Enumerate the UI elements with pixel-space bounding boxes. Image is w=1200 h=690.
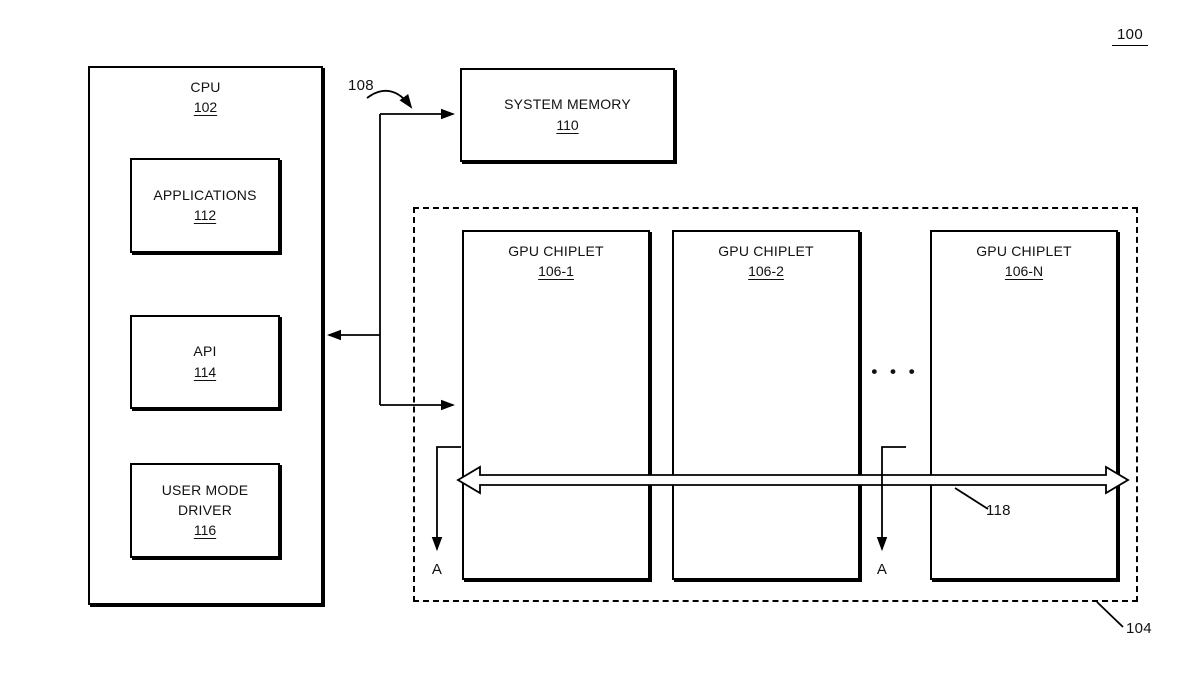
applications-title: APPLICATIONS (153, 186, 257, 203)
cpu-ref: 102 (193, 99, 218, 116)
api-title: API (193, 343, 217, 360)
cpu-title: CPU (190, 79, 221, 95)
gpu-chiplet-1-ref: 106-1 (538, 263, 574, 280)
gpu-chiplet-n-box: GPU CHIPLET 106-N (930, 230, 1118, 580)
section-marker-a-right: A (876, 561, 888, 578)
figure-number: 100 (1112, 26, 1148, 46)
gpu-chiplet-1-title: GPU CHIPLET (508, 243, 604, 259)
gpu-chiplet-2-box: GPU CHIPLET 106-2 (672, 230, 860, 580)
applications-box: APPLICATIONS 112 (130, 158, 280, 253)
system-memory-title: SYSTEM MEMORY (504, 96, 631, 113)
gpu-chiplet-n-title: GPU CHIPLET (976, 243, 1072, 259)
gpu-group-ref-label: 104 (1126, 620, 1152, 637)
gpu-chiplet-2-title: GPU CHIPLET (718, 243, 814, 259)
system-memory-ref: 110 (556, 116, 579, 133)
gpu-chiplet-1-box: GPU CHIPLET 106-1 (462, 230, 650, 580)
user-mode-driver-title: USER MODE DRIVER (161, 481, 249, 518)
gpu-chiplet-n-ref: 106-N (1004, 263, 1044, 280)
api-box: API 114 (130, 315, 280, 409)
label-104-pointer (1096, 601, 1124, 628)
memory-link-ref-label: 108 (348, 77, 374, 94)
section-marker-a-left: A (431, 561, 443, 578)
user-mode-driver-ref: 116 (193, 522, 217, 539)
bus-ref-label: 118 (986, 502, 1011, 519)
user-mode-driver-box: USER MODE DRIVER 116 (130, 463, 280, 558)
chiplet-ellipsis: • • • (871, 362, 919, 381)
system-memory-box: SYSTEM MEMORY 110 (460, 68, 675, 162)
applications-ref: 112 (193, 207, 217, 224)
api-ref: 114 (193, 363, 217, 380)
gpu-chiplet-2-ref: 106-2 (748, 263, 784, 280)
